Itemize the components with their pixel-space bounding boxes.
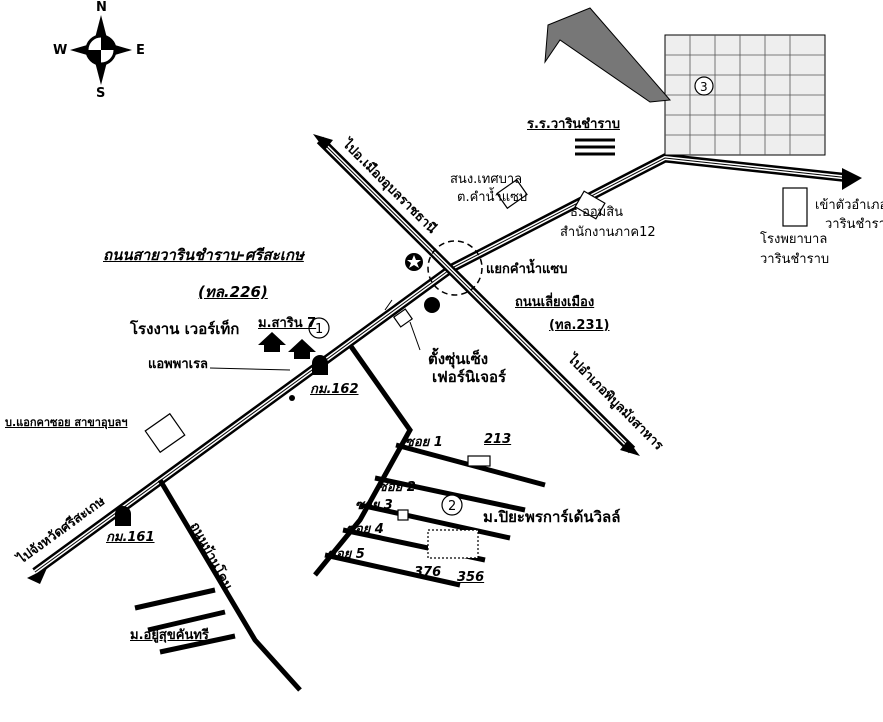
village-piya-label: ม.ปิยะพรการ์เด้นวิลล์ <box>483 508 621 526</box>
school-label: ร.ร.วารินชำราบ <box>527 117 620 132</box>
location-arrow-icon <box>544 7 672 103</box>
village-sarin-label: ม.สาริน 7 <box>258 316 317 331</box>
municipality-line2: ต.คำน้ำแซบ <box>457 190 528 205</box>
school-area <box>664 34 826 156</box>
main-road-name: ถนนสายวารินชำราบ-ศรีสะเกษ <box>103 246 304 264</box>
buildings <box>144 178 808 559</box>
soi-5-label: ซอย 5 <box>327 547 365 562</box>
highway-226 <box>32 153 851 576</box>
bank-line1: ธ.ออมสิน <box>570 205 624 220</box>
apparel-label: แอพพาเรล <box>148 357 209 372</box>
bank-ubon-label: บ.แอกคาซอย สาขาอุบลฯ <box>5 416 128 429</box>
compass-w: W <box>53 43 68 58</box>
factory-label: โรงงาน เวอร์เท็ก <box>130 320 240 338</box>
compass-e: E <box>136 43 145 58</box>
leader-lines <box>209 299 421 371</box>
junction-label: แยกคำน้ำแซบ <box>486 262 568 277</box>
star-icon <box>405 253 423 271</box>
bypass-road-code: (ทล.231) <box>549 318 610 333</box>
to-city-line2: วารินชำราบ <box>825 217 883 232</box>
bypass-road-label: ถนนเลี่ยงเมือง <box>515 295 595 310</box>
compass-rose <box>70 15 132 85</box>
shell-icon <box>424 297 440 313</box>
furniture-line1: ตั้งซุ่นเซ็ง <box>428 350 489 368</box>
junction-circle <box>427 240 483 296</box>
compass-s: S <box>96 86 106 101</box>
school-bars <box>575 138 615 156</box>
bank-line2: สำนักงานภาค12 <box>560 225 656 240</box>
soi-2-label: ซอย 2 <box>378 480 416 495</box>
soi-4-label: ซอย 4 <box>346 522 384 537</box>
road-arrows <box>27 134 862 584</box>
village-ubon-label: ม.อยู่สุขคันทรี <box>130 628 209 643</box>
main-road-code: (ทล.226) <box>198 283 268 301</box>
markers <box>308 76 714 516</box>
km162-label: กม.162 <box>310 382 359 397</box>
marker-3: 3 <box>700 80 708 94</box>
furniture-line2: เฟอร์นิเจอร์ <box>432 368 507 386</box>
marker-2: 2 <box>448 499 456 514</box>
number-213: 213 <box>484 432 512 447</box>
soi-3-label: ซอย 3 <box>355 498 393 513</box>
number-356: 356 <box>457 570 485 585</box>
marker-1: 1 <box>315 322 323 337</box>
compass-n: N <box>96 0 107 15</box>
house-icons <box>258 332 316 359</box>
number-376: 376 <box>414 565 442 580</box>
hospital-line1: โรงพยาบาล <box>760 232 828 247</box>
soi-1-label: ซอย 1 <box>405 435 443 450</box>
to-city-line1: เข้าตัวอำเภอ <box>815 198 883 213</box>
km161-label: กม.161 <box>106 530 155 545</box>
km-post-icons <box>115 355 328 526</box>
bypass-road-231 <box>316 136 636 454</box>
municipality-line1: สนง.เทศบาล <box>450 172 523 187</box>
hospital-line2: วารินชำราบ <box>760 252 830 267</box>
